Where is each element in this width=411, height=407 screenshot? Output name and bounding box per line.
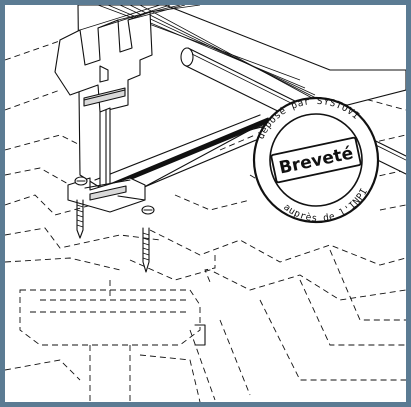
technical-drawing: déposé par SYSTOVI auprès de l'INPI Brev… [5,5,406,402]
base-bracket [67,177,146,213]
fixing-screw-left [74,176,88,239]
mounting-rail-drawing: déposé par SYSTOVI auprès de l'INPI Brev… [5,5,406,402]
fixing-screw-right [141,205,155,273]
vertical-post [99,107,111,189]
support-beam [5,289,206,402]
patent-stamp: déposé par SYSTOVI auprès de l'INPI Brev… [250,86,380,233]
